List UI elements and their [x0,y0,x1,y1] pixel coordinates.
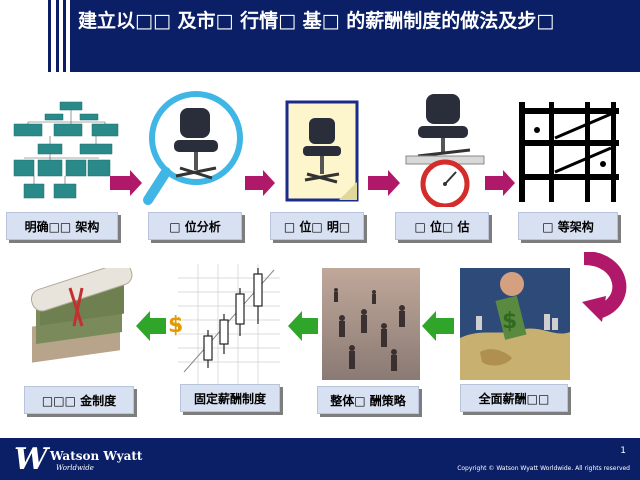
scale-chair-image [405,94,485,207]
company-subtitle: Worldwide [56,464,94,472]
document-chair-image [285,100,359,202]
slide-title: 建立以□□ 及市□ 行情□ 基□ 的薪酬制度的做法及步□ [78,10,555,32]
flow-arrow-left [288,311,318,341]
flow-arrow-right [245,170,275,196]
step-job-evaluation: □ 位□ 估 [395,212,489,240]
svg-text:$: $ [502,309,517,334]
flow-arrow-right [368,170,400,196]
crowd-photo-image [322,268,420,380]
page-number: 1 [620,446,626,456]
step-total-compensation: 全面薪酬□□ [460,384,568,412]
stock-chart-image: $ [178,264,280,384]
org-chart-image [13,101,119,199]
step-total-rewards-strategy: 整体□ 酬策略 [317,386,419,414]
step-job-analysis: □ 位分析 [148,212,242,240]
step-job-description: □ 位□ 明□ [270,212,364,240]
flow-arrow-right [110,170,142,196]
copyright-notice: Copyright © Watson Wyatt Worldwide. All … [457,465,630,472]
building-frame-image [519,102,619,202]
header-stripe [48,0,51,72]
step-incentive-system: □□□ 金制度 [24,386,134,414]
watson-wyatt-logo-mark: W [14,442,48,477]
global-rewards-image: $ [460,268,570,380]
curved-arrow-down [582,252,627,322]
header-stripes [0,0,70,72]
svg-text:$: $ [168,313,183,338]
dollar-sign-icon: $ [168,313,183,338]
slide-footer [0,438,640,480]
slide-header: 建立以□□ 及市□ 行情□ 基□ 的薪酬制度的做法及步□ [0,0,640,72]
money-diploma-image [30,268,133,363]
svg-text:$: $ [178,311,182,335]
company-name: Watson Wyatt [50,449,143,463]
step-define-org-structure: 明确□□ 架构 [6,212,118,240]
step-fixed-pay-system: 固定薪酬制度 [180,384,280,412]
header-stripe [63,0,66,72]
flow-arrow-left [422,311,454,341]
flow-arrow-left [136,311,166,341]
step-grade-structure: □ 等架构 [518,212,618,240]
magnifier-chair-image [143,91,243,205]
header-bar [70,0,640,72]
header-stripe [56,0,59,72]
flow-arrow-right [485,170,515,196]
